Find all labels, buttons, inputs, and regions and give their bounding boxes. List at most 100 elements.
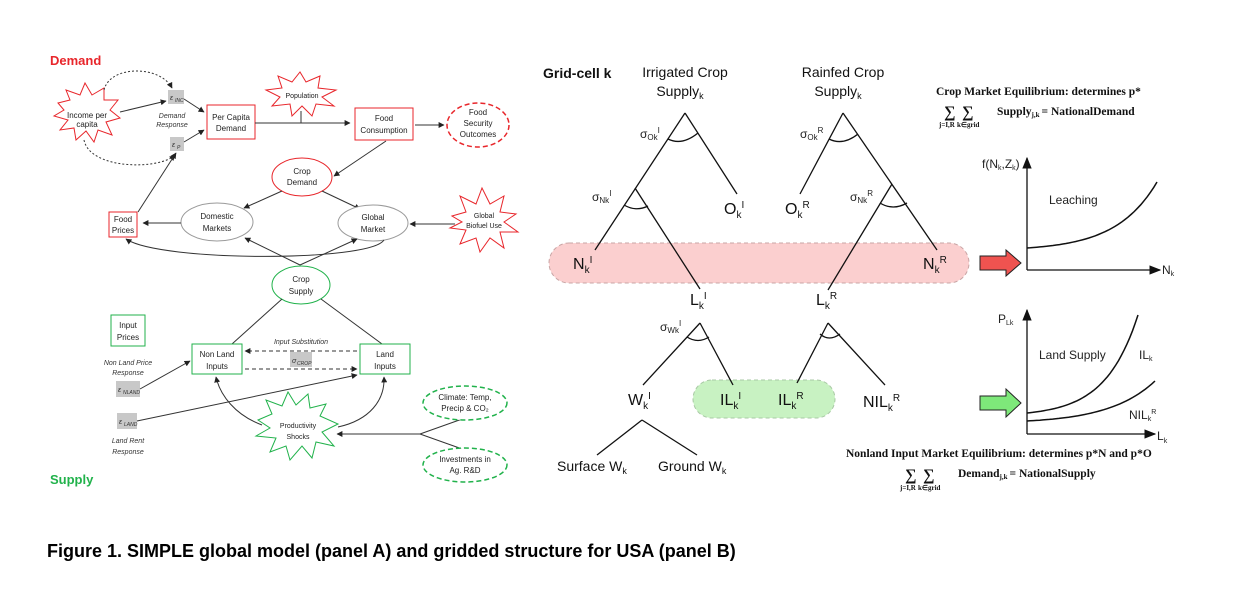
svg-text:Investments in: Investments in	[439, 455, 491, 464]
svg-text:Food: Food	[375, 114, 393, 123]
sigma-ok-i: σOkI	[640, 126, 660, 142]
green-arrow-icon	[979, 387, 1022, 419]
svg-text:Consumption: Consumption	[360, 126, 407, 135]
svg-text:ε: ε	[170, 95, 174, 102]
svg-text:NLAND: NLAND	[123, 390, 140, 396]
panel-b: Grid-cell k Irrigated Crop Supplyk Rainf…	[543, 64, 1175, 492]
supply-heading: Supply	[50, 472, 94, 487]
figure-caption: Figure 1. SIMPLE global model (panel A) …	[47, 541, 736, 561]
svg-text:Food: Food	[114, 215, 132, 224]
eps-nland-param: ε NLAND	[116, 381, 140, 397]
svg-text:Crop: Crop	[293, 167, 311, 176]
land-inputs-node: Land Inputs	[359, 343, 411, 375]
irrigated-supply-title-2: Supplyk	[656, 83, 704, 101]
node-l-r: LkR	[816, 291, 837, 312]
grid-cell-label: Grid-cell k	[543, 65, 612, 81]
svg-text:Inputs: Inputs	[374, 362, 396, 371]
svg-text:Population: Population	[285, 93, 318, 100]
non-land-inputs-node: Non Land Inputs	[191, 343, 243, 375]
global-biofuel-node: Global Biofuel Use	[448, 186, 520, 254]
crop-demand-node: Crop Demand	[271, 157, 333, 197]
svg-text:INC: INC	[175, 98, 184, 104]
svg-text:Per Capita: Per Capita	[212, 113, 250, 122]
input-prices-node: Input Prices	[110, 314, 146, 347]
shocks-to-nonland	[214, 376, 263, 426]
svg-text:Biofuel Use: Biofuel Use	[466, 223, 502, 230]
nonland-sum2-sub: k∈grid	[918, 484, 941, 492]
food-prices-to-eps-p	[137, 152, 177, 213]
eps-land-to-land	[136, 373, 358, 422]
land-supply-label: Land Supply	[1039, 348, 1106, 362]
svg-text:Crop: Crop	[292, 275, 310, 284]
svg-text:Security: Security	[464, 119, 493, 128]
non-land-price-response-1: Non Land Price	[104, 360, 152, 367]
irrigated-supply-title-1: Irrigated Crop	[642, 64, 728, 80]
rainfed-supply-title-1: Rainfed Crop	[802, 64, 885, 80]
nil-curve-label: NILkR	[1129, 408, 1156, 423]
crop-demand-to-domestic	[243, 190, 283, 209]
land-subtrees	[596, 322, 886, 456]
svg-text:Demand: Demand	[287, 178, 317, 187]
eps-p-to-demand	[183, 129, 205, 143]
sigma-crop-param: σ CROP	[290, 352, 312, 367]
land-y-label: PLk	[998, 312, 1014, 327]
investments-node: Investments in Ag. R&D	[422, 447, 508, 483]
food-prices-node: Food Prices	[108, 211, 138, 238]
nonland-lhs: Demandj,k= NationalSupply	[958, 468, 1096, 481]
crop-market-equation: Crop Market Equilibrium: determines p* ∑…	[936, 86, 1141, 129]
income-label-1: Income per	[67, 111, 107, 120]
svg-text:ε: ε	[119, 419, 123, 426]
eps-inc-param: ε INC	[168, 90, 184, 104]
investments-connector	[419, 433, 466, 451]
land-supply-plot: PLk Lk Land Supply ILk NILkR	[998, 308, 1168, 445]
eps-p-param: ε P	[170, 137, 184, 151]
eps-land-param: ε LAND	[117, 413, 138, 429]
shocks-to-land	[337, 376, 388, 428]
node-il-r: ILkR	[778, 391, 804, 412]
sum-symbol-3: ∑	[905, 467, 916, 484]
svg-text:Climate: Temp,: Climate: Temp,	[438, 393, 491, 402]
svg-text:Shocks: Shocks	[287, 434, 310, 441]
svg-text:Prices: Prices	[117, 333, 139, 342]
il-curve	[1026, 314, 1139, 414]
population-node: Population	[264, 71, 338, 118]
svg-text:Global: Global	[361, 213, 384, 222]
demand-heading: Demand	[50, 53, 101, 68]
svg-text:Precip & CO₂: Precip & CO₂	[441, 404, 489, 413]
per-capita-demand-node: Per Capita Demand	[206, 104, 256, 140]
crop-supply-node: Crop Supply	[271, 265, 331, 305]
supply-to-nonland	[231, 298, 283, 345]
leaching-curve-label: Leaching	[1049, 193, 1098, 207]
nitrogen-highlight-band	[548, 242, 970, 284]
node-n-i: NkI	[573, 255, 592, 276]
global-market-node: Global Market	[337, 204, 409, 242]
leaching-y-label: f(Nk,Zk)	[982, 157, 1020, 172]
svg-text:Input: Input	[119, 321, 138, 330]
svg-text:ε: ε	[172, 142, 176, 149]
node-n-r: NkR	[923, 255, 947, 276]
land-highlight-band	[692, 379, 836, 419]
il-curve-label: ILk	[1139, 348, 1153, 363]
irrigated-tree	[594, 112, 738, 290]
svg-text:Food: Food	[469, 108, 487, 117]
node-o-i: OkI	[724, 200, 744, 221]
svg-text:Non Land: Non Land	[200, 350, 235, 359]
svg-text:ε: ε	[118, 387, 122, 394]
nil-curve	[1026, 380, 1156, 422]
demand-response-label-2: Response	[156, 122, 188, 129]
svg-text:Productivity: Productivity	[280, 423, 317, 430]
svg-text:Global: Global	[474, 213, 495, 220]
sum-symbol-1: ∑	[944, 104, 955, 121]
supply-to-global	[299, 238, 358, 266]
svg-text:σ: σ	[292, 358, 297, 365]
sum-symbol-4: ∑	[923, 467, 934, 484]
svg-text:Inputs: Inputs	[206, 362, 228, 371]
svg-text:Demand: Demand	[216, 124, 246, 133]
global-to-food-prices	[125, 238, 385, 257]
income-per-capita-node: Income per capita	[52, 81, 122, 144]
income-loop-bottom	[83, 139, 176, 166]
supply-to-land	[320, 298, 383, 345]
income-label-2: capita	[76, 120, 98, 129]
climate-connector	[419, 417, 466, 435]
nonland-sum1-sub: j=I,R	[899, 484, 917, 492]
